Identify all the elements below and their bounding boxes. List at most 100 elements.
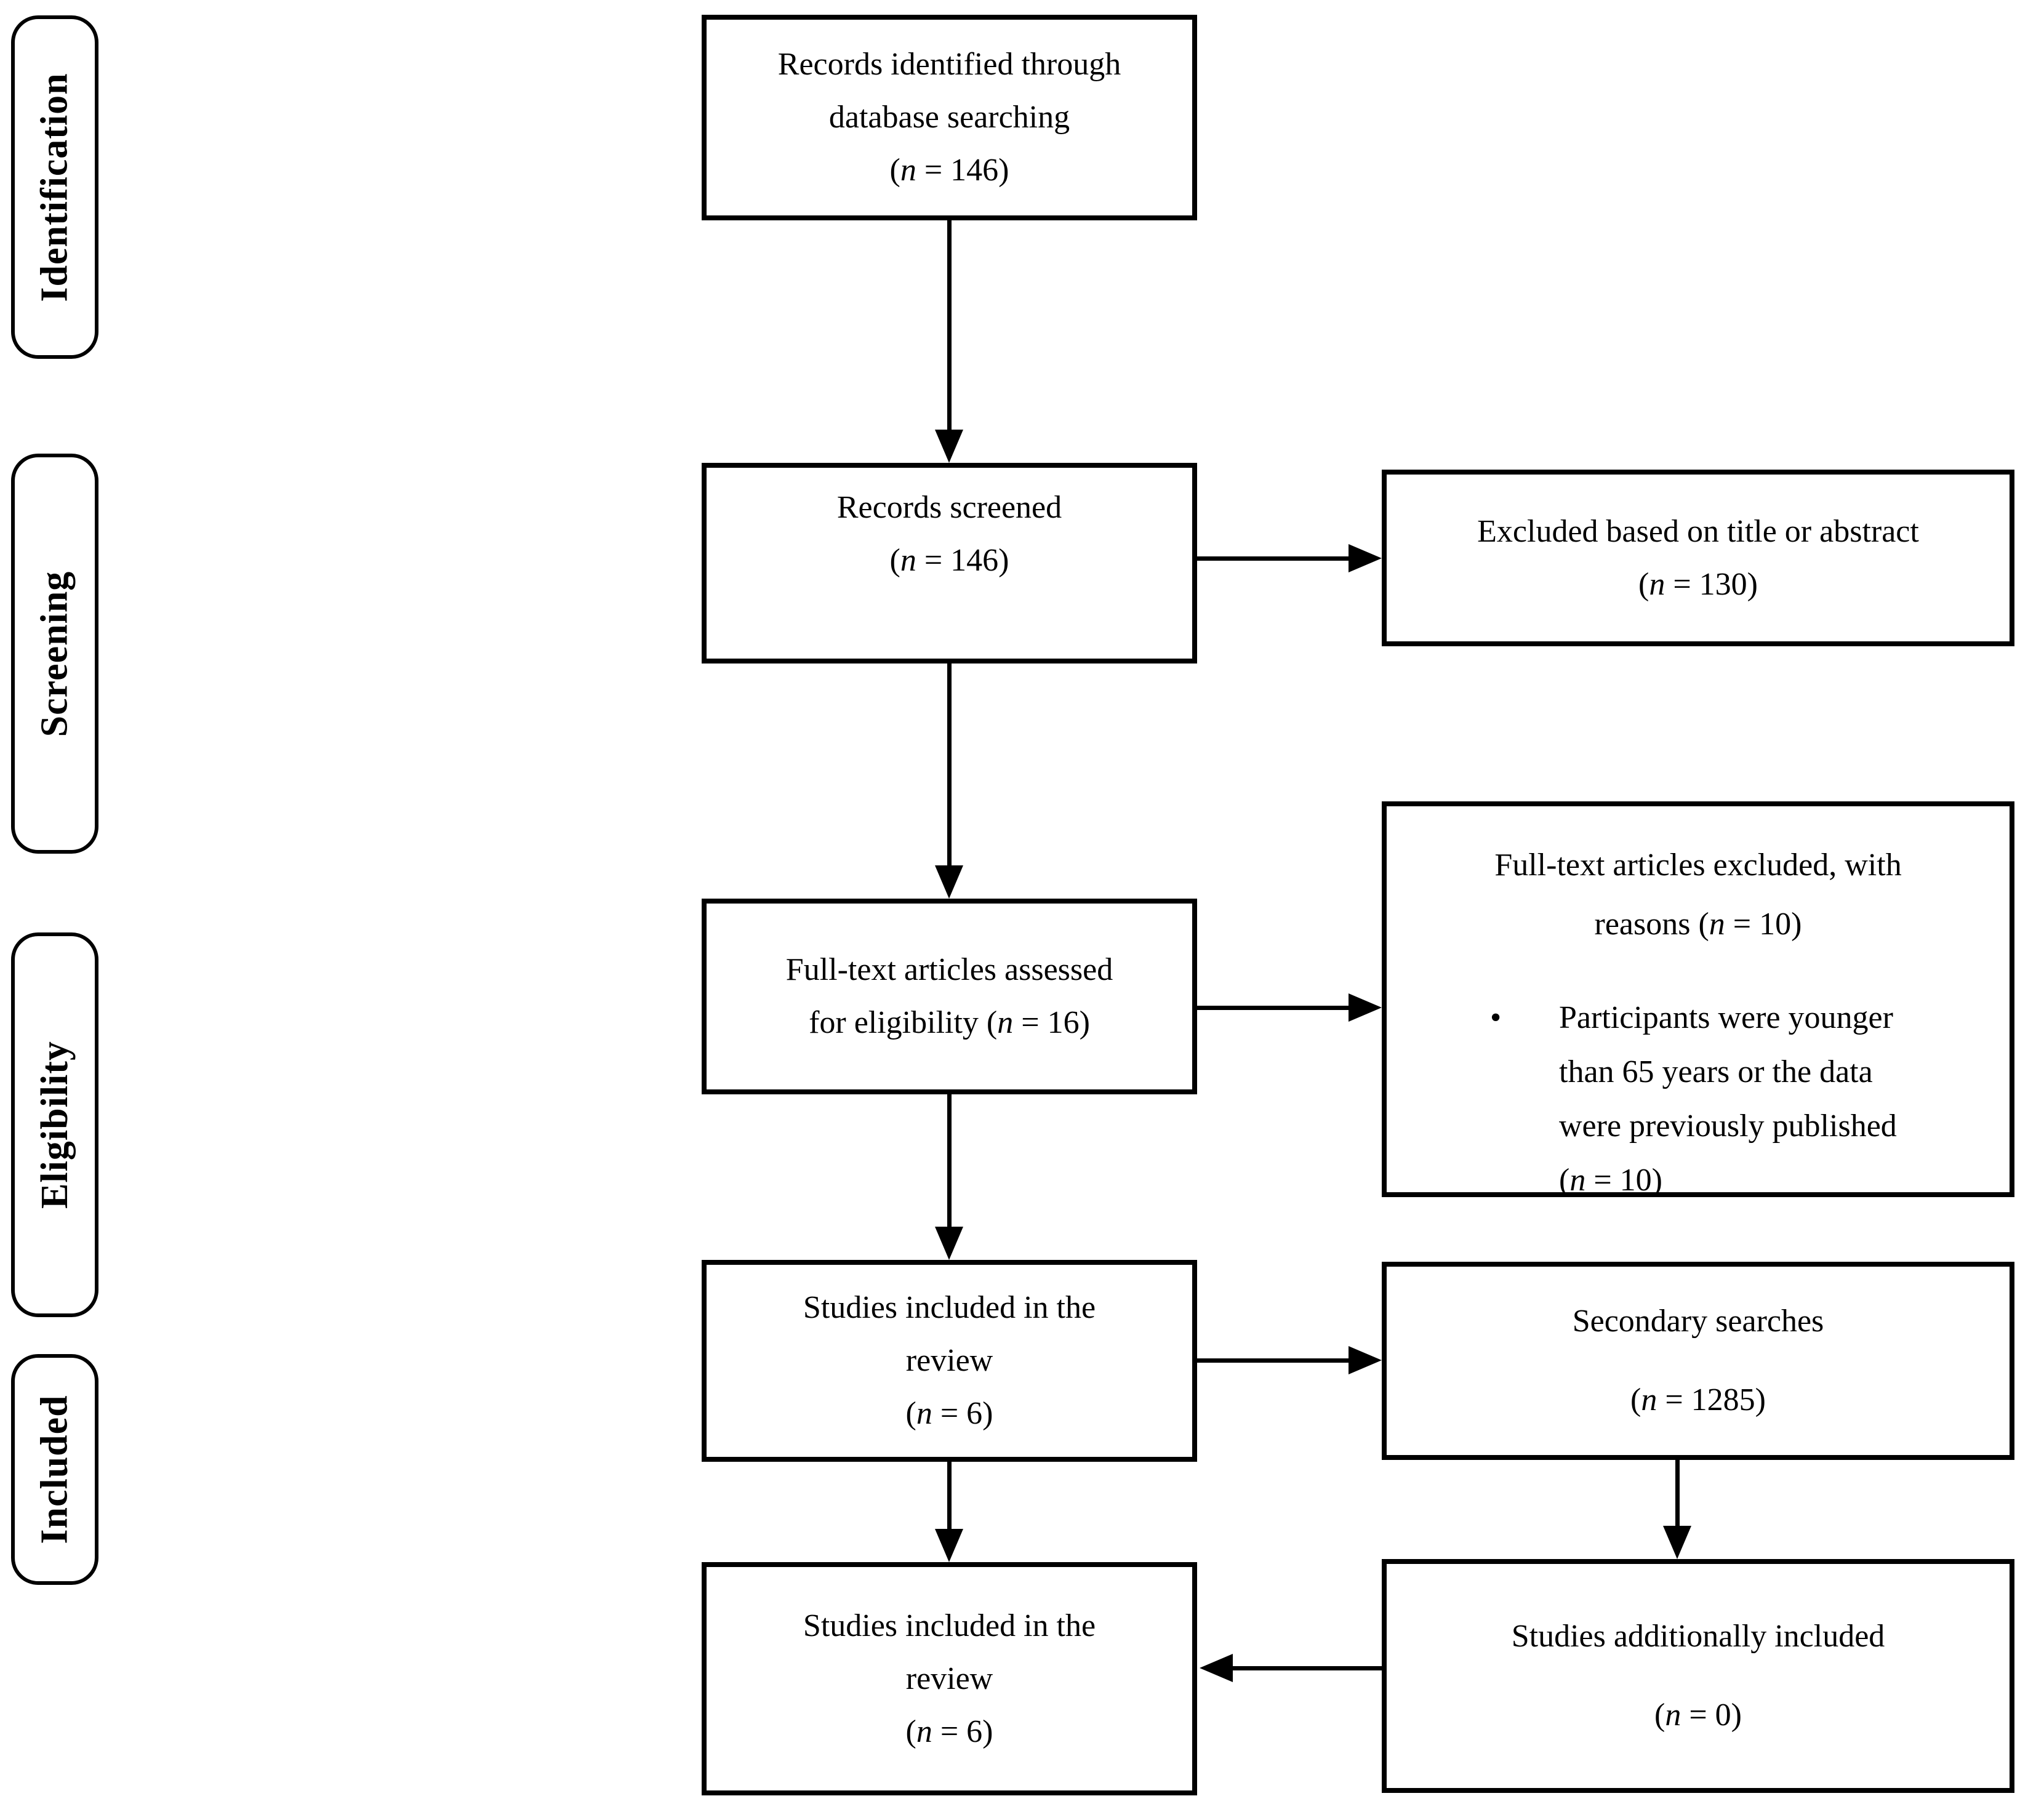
arrow-included-to-final (947, 1462, 952, 1534)
stage-band-screening: Screening (11, 454, 98, 854)
text-segment: = 0) (1681, 1698, 1742, 1733)
exclusion-reason-text: Participants were younger than 65 years … (1559, 991, 2010, 1208)
n-variable: n (1641, 1382, 1657, 1417)
arrowhead-down-icon (935, 1227, 963, 1260)
stage-label-included: Included (33, 1395, 76, 1544)
flow-box-records-identified: Records identified through database sear… (702, 15, 1197, 220)
box-count-line: (n = 0) (1654, 1689, 1742, 1742)
box-text-line: review (906, 1653, 993, 1706)
text-segment: reasons ( (1594, 907, 1709, 942)
stage-band-included: Included (11, 1354, 98, 1585)
box-text-line: Studies included in the (803, 1281, 1096, 1334)
text-segment: Studies additionally included (1511, 1619, 1885, 1654)
text-segment: ( (1654, 1698, 1665, 1733)
n-variable: n (900, 543, 916, 578)
text-segment: were previously published (1559, 1108, 1897, 1144)
text-segment: ( (905, 1714, 916, 1749)
box-text-line: Excluded based on title or abstract (1477, 505, 1919, 558)
flow-box-excluded-title-abstract: Excluded based on title or abstract (n =… (1382, 470, 2014, 646)
arrowhead-right-icon (1349, 993, 1382, 1022)
text-segment: = 130) (1665, 566, 1758, 602)
text-segment: than 65 years or the data (1559, 1054, 1873, 1089)
text-segment: Studies included in the (803, 1608, 1096, 1643)
text-segment: ( (889, 153, 900, 188)
text-segment: = 146) (916, 543, 1009, 578)
arrow-included-to-secondary (1197, 1358, 1352, 1363)
text-segment: = 1285) (1657, 1382, 1766, 1417)
n-variable: n (1649, 566, 1665, 602)
box-text-line: Studies included in the (803, 1600, 1096, 1653)
text-segment: database searching (828, 100, 1070, 135)
box-text-line: Studies additionally included (1512, 1610, 1885, 1663)
text-segment: for eligibility ( (809, 1005, 998, 1040)
text-segment: ( (1630, 1382, 1641, 1417)
text-segment: = 6) (932, 1714, 993, 1749)
box-text-line: review (906, 1334, 993, 1387)
box-text-line: Records screened (837, 481, 1062, 534)
stage-label-identification: Identification (33, 72, 76, 302)
flow-box-secondary-searches: Secondary searches (n = 1285) (1382, 1262, 2014, 1460)
arrow-additional-to-final (1233, 1666, 1382, 1670)
flow-box-studies-included-review-final: Studies included in the review (n = 6) (702, 1562, 1197, 1795)
n-variable: n (1665, 1698, 1681, 1733)
text-segment: Secondary searches (1572, 1304, 1824, 1339)
arrowhead-right-icon (1349, 544, 1382, 572)
text-segment: Excluded based on title or abstract (1477, 513, 1919, 549)
text-segment: ( (889, 543, 900, 578)
text-segment: = 10) (1725, 907, 1802, 942)
arrow-assessed-to-included (947, 1094, 952, 1230)
arrow-assessed-to-fulltext-excluded (1197, 1006, 1352, 1010)
box-text-line: database searching (829, 91, 1070, 144)
n-variable: n (916, 1396, 932, 1431)
text-segment: review (905, 1661, 993, 1696)
text-segment: ( (1638, 566, 1649, 602)
text-segment: = 16) (1013, 1005, 1090, 1040)
text-segment: Records screened (836, 490, 1062, 525)
stage-band-identification: Identification (11, 15, 98, 359)
stage-band-eligibility: Eligibility (11, 932, 98, 1317)
arrowhead-down-icon (935, 1529, 963, 1562)
stage-label-screening: Screening (33, 571, 76, 737)
box-count-line: for eligibility (n = 16) (809, 996, 1090, 1049)
flow-box-studies-additionally-included: Studies additionally included (n = 0) (1382, 1559, 2014, 1793)
arrow-secondary-to-additional (1675, 1460, 1680, 1529)
text-segment: Records identified through (777, 47, 1121, 82)
box-text-line: were previously published (1559, 1099, 1987, 1153)
text-segment: Studies included in the (803, 1290, 1096, 1325)
flow-box-fulltext-excluded: Full-text articles excluded, with reason… (1382, 801, 2014, 1198)
n-variable: n (900, 153, 916, 188)
n-variable: n (1569, 1163, 1586, 1198)
arrowhead-down-icon (935, 865, 963, 899)
arrowhead-left-icon (1200, 1654, 1233, 1682)
arrowhead-down-icon (1663, 1526, 1691, 1559)
box-count-line: (n = 1285) (1630, 1374, 1766, 1427)
box-count-line: (n = 130) (1638, 558, 1758, 611)
text-segment: = 10) (1585, 1163, 1662, 1198)
stage-label-eligibility: Eligibility (33, 1041, 76, 1209)
box-text-line: Full-text articles assessed (786, 944, 1113, 996)
box-count-line: (n = 10) (1559, 1153, 1987, 1208)
arrow-identified-to-screened (947, 220, 952, 433)
arrowhead-right-icon (1349, 1346, 1382, 1374)
exclusion-reason-item: • Participants were younger than 65 year… (1387, 991, 2010, 1208)
box-count-line: reasons (n = 10) (1595, 895, 1802, 954)
box-count-line: (n = 6) (906, 1706, 993, 1758)
text-segment: = 6) (932, 1396, 993, 1431)
n-variable: n (997, 1005, 1014, 1040)
text-segment: ( (1559, 1163, 1570, 1198)
flow-box-studies-included-review: Studies included in the review (n = 6) (702, 1260, 1197, 1462)
box-count-line: (n = 146) (890, 534, 1009, 587)
text-segment: Full-text articles assessed (785, 952, 1113, 987)
arrowhead-down-icon (935, 430, 963, 463)
text-segment: review (905, 1343, 993, 1378)
flow-box-fulltext-assessed: Full-text articles assessed for eligibil… (702, 899, 1197, 1094)
box-text-line: Records identified through (778, 38, 1121, 91)
text-segment: = 146) (916, 153, 1009, 188)
n-variable: n (916, 1714, 932, 1749)
text-segment: Full-text articles excluded, with (1494, 848, 1902, 883)
box-count-line: (n = 6) (906, 1387, 993, 1440)
n-variable: n (1709, 907, 1725, 942)
box-text-line: Secondary searches (1573, 1295, 1824, 1348)
flow-box-records-screened: Records screened (n = 146) (702, 463, 1197, 663)
